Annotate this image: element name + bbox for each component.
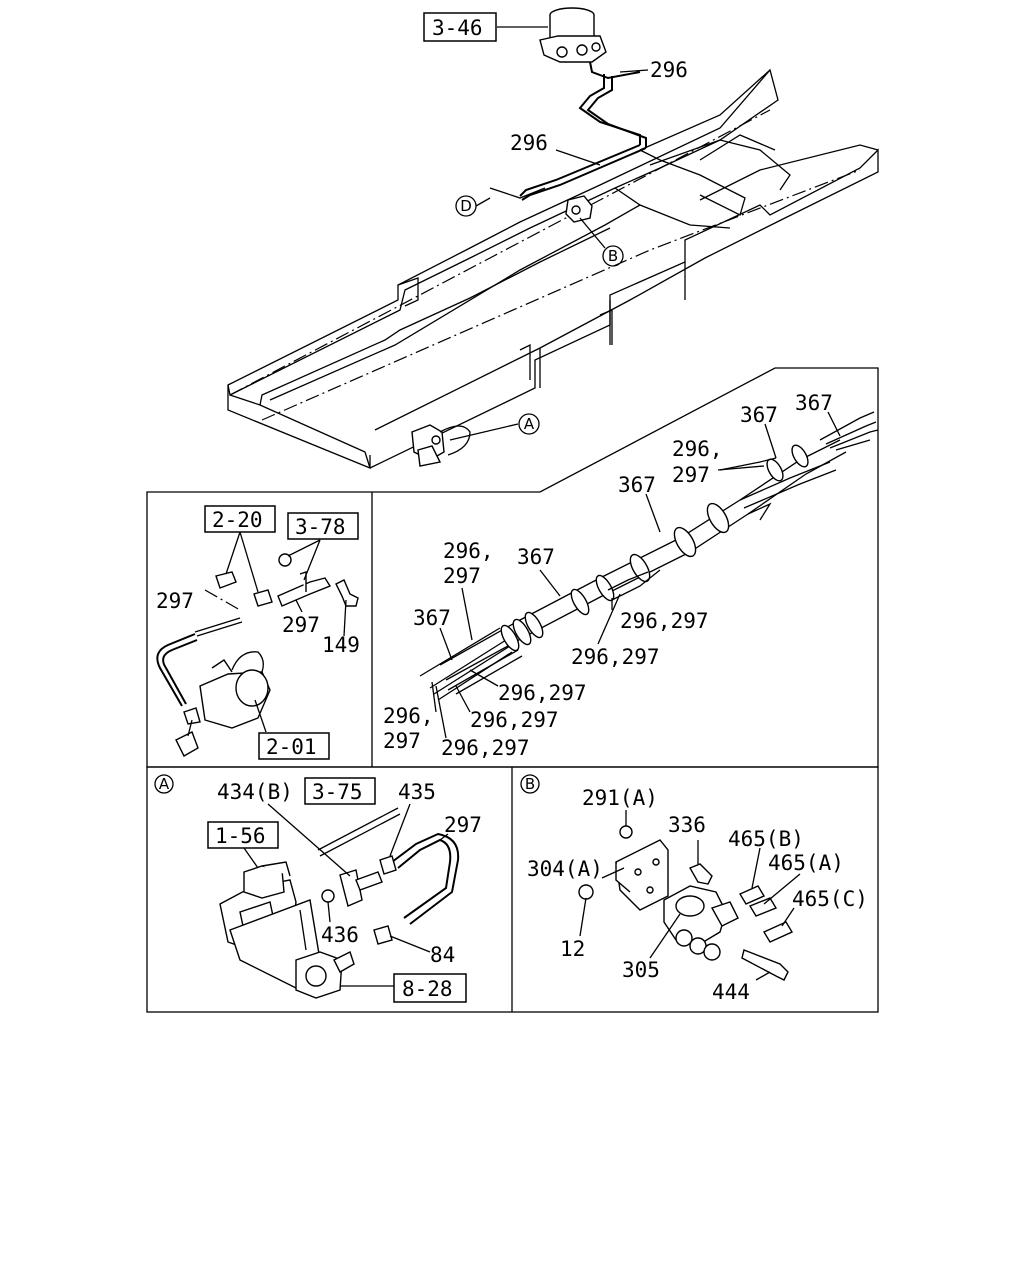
part-label-296-297: 296,297 [470, 708, 559, 732]
detail-a-drawing [219, 807, 460, 999]
callout-circle-a [518, 413, 540, 435]
part-label-444: 444 [712, 980, 750, 1004]
ref-box-8-28 [393, 973, 467, 1003]
part-label-336: 336 [668, 813, 706, 837]
part-label-296-297: 296,297 [498, 681, 587, 705]
ref-label-3-78: 3-78 [295, 515, 346, 539]
part-label-296: 296 [510, 131, 548, 155]
part-label-367: 367 [618, 473, 656, 497]
ref-label-3-46: 3-46 [432, 16, 483, 40]
part-label-304a: 304(A) [527, 857, 603, 881]
ref-box-1-56 [207, 821, 279, 849]
detail-a-leaders [243, 803, 449, 987]
part-label-297: 297 [672, 463, 710, 487]
panel-borders [146, 367, 879, 1013]
part-label-12: 12 [560, 937, 585, 961]
ref-label-8-28: 8-28 [402, 977, 453, 1001]
detail-b-leaders [579, 810, 801, 981]
part-label-297: 297 [282, 613, 320, 637]
part-label-465b: 465(B) [728, 827, 804, 851]
part-label-296-297: 296,297 [441, 736, 530, 760]
part-label-297: 297 [156, 589, 194, 613]
part-label-367: 367 [413, 606, 451, 630]
part-label-434b: 434(B) [217, 780, 293, 804]
part-label-435: 435 [398, 780, 436, 804]
ref-label-2-01: 2-01 [266, 735, 317, 759]
top-leader-lines [449, 26, 649, 441]
callout-circle-d [455, 195, 477, 217]
detail-circle-a [154, 774, 174, 794]
part-label-296-297: 296,297 [620, 609, 709, 633]
left-panel-drawing [156, 553, 359, 757]
chassis-frame-drawing [227, 7, 879, 469]
part-label-291a: 291(A) [582, 786, 658, 810]
detail-b-drawing [578, 825, 794, 981]
part-label-149: 149 [322, 633, 360, 657]
ref-label-2-20: 2-20 [212, 508, 263, 532]
part-label-436: 436 [321, 923, 359, 947]
harness-drawing [419, 411, 879, 701]
callout-circle-b [602, 245, 624, 267]
part-label-305: 305 [622, 958, 660, 982]
ref-label-3-75: 3-75 [312, 780, 363, 804]
part-label-367: 367 [740, 403, 778, 427]
ref-box-2-01 [258, 732, 330, 760]
part-label-84: 84 [430, 943, 455, 967]
detail-label-b: B [525, 775, 535, 793]
part-label-297: 297 [443, 564, 481, 588]
callout-label-b: B [608, 247, 618, 265]
ref-box-3-78 [287, 512, 359, 540]
part-label-296: 296, [672, 437, 723, 461]
left-panel-leaders [225, 531, 347, 733]
part-label-367: 367 [517, 545, 555, 569]
ref-label-1-56: 1-56 [215, 824, 266, 848]
callout-label-a: A [524, 415, 535, 433]
detail-circle-b [520, 774, 540, 794]
ref-box-3-46 [423, 12, 497, 42]
ref-box-2-20 [204, 505, 276, 533]
part-label-296: 296 [650, 58, 688, 82]
part-label-296: 296, [383, 704, 434, 728]
part-label-367: 367 [795, 391, 833, 415]
detail-label-a: A [159, 775, 170, 793]
ref-box-3-75 [304, 777, 376, 805]
part-label-465c: 465(C) [792, 887, 868, 911]
part-label-296-297: 296,297 [571, 645, 660, 669]
callout-label-d: D [460, 197, 472, 215]
part-label-465a: 465(A) [768, 851, 844, 875]
part-label-297: 297 [444, 813, 482, 837]
harness-leader-lines [431, 411, 841, 739]
part-label-296: 296, [443, 539, 494, 563]
part-label-297: 297 [383, 729, 421, 753]
